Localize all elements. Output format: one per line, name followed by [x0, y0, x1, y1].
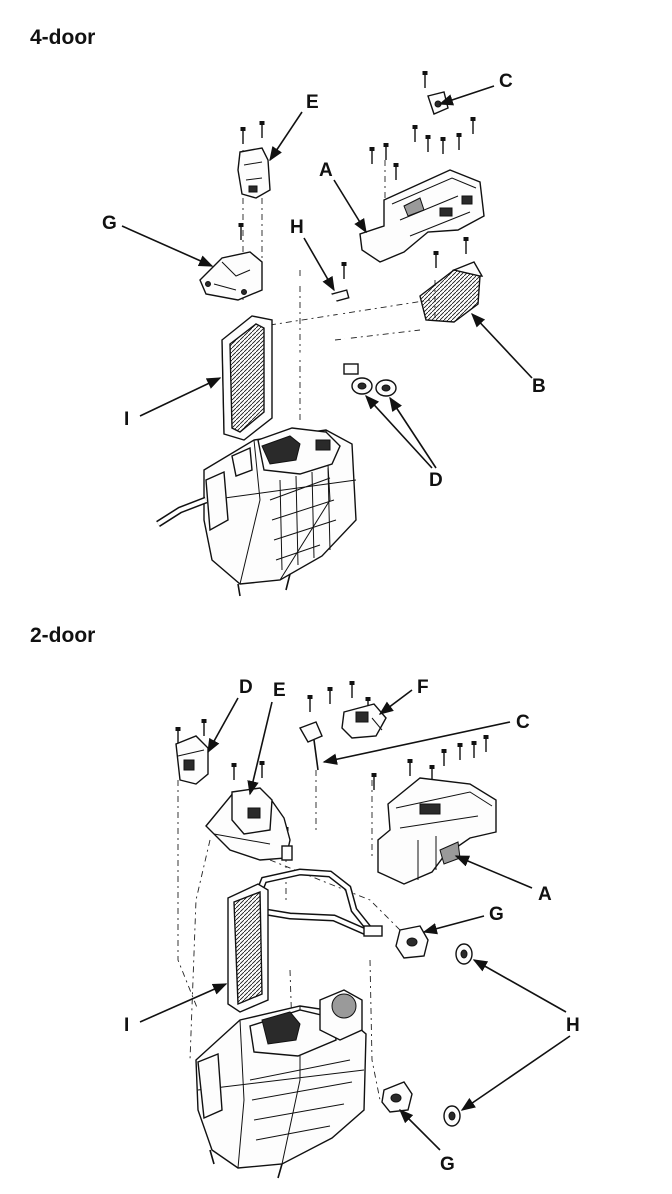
part-i-heater-core-4-door [221, 315, 273, 441]
heater-unit-housing-2-door [195, 989, 367, 1179]
callout-a-4-door: A [319, 160, 333, 181]
part-a-duct-2-door [377, 777, 497, 885]
callout-h-2-door: H [566, 1015, 580, 1036]
part-h-seals-2-door [443, 943, 473, 1127]
callout-d-2-door: D [239, 677, 253, 698]
callout-g-upper-2-door: G [489, 904, 504, 925]
callout-c-2-door: C [516, 712, 530, 733]
section-2-door: 2-door [30, 624, 580, 1179]
part-a-duct-4-door [359, 169, 485, 263]
part-g-block-upper-2-door [395, 925, 429, 959]
part-d-bracket-2-door [175, 735, 209, 785]
callout-g-lower-2-door: G [440, 1154, 455, 1175]
callout-i-2-door: I [124, 1015, 129, 1036]
callout-b-4-door: B [532, 376, 546, 397]
callout-g-4-door: H [290, 217, 304, 238]
callout-i-4-door: I [124, 409, 129, 430]
heater-pipes-4-door [256, 277, 359, 376]
callout-f-2-door: F [417, 677, 429, 698]
part-e-duct-2-door [205, 787, 293, 861]
callout-e-2-door: E [273, 680, 286, 701]
part-b-duct-4-door [419, 261, 484, 323]
callout-a-2-door: A [538, 884, 552, 905]
section-title-4-door: 4-door [30, 26, 95, 49]
part-e-bracket-4-door [199, 251, 263, 301]
callout-c-4-door: C [499, 71, 513, 92]
part-d-bracket-4-door [237, 147, 271, 199]
callouts-2-door: D E F C A G I H G [124, 677, 580, 1175]
part-g-block-lower-2-door [381, 1081, 413, 1113]
part-i-heater-core-2-door [227, 883, 269, 1013]
section-4-door: 4-door [30, 26, 546, 597]
part-h-seals-4-door [351, 377, 397, 397]
callout-h-4-door: D [429, 470, 443, 491]
part-f-bracket-2-door [341, 703, 387, 739]
callout-e-4-door: G [102, 213, 117, 234]
part-c-rod-2-door [298, 721, 323, 771]
heater-unit-housing-4-door [156, 427, 357, 597]
callouts-4-door: E C A G H B I D [102, 71, 546, 491]
section-title-2-door: 2-door [30, 624, 95, 647]
callout-d-4-door: E [306, 92, 319, 113]
